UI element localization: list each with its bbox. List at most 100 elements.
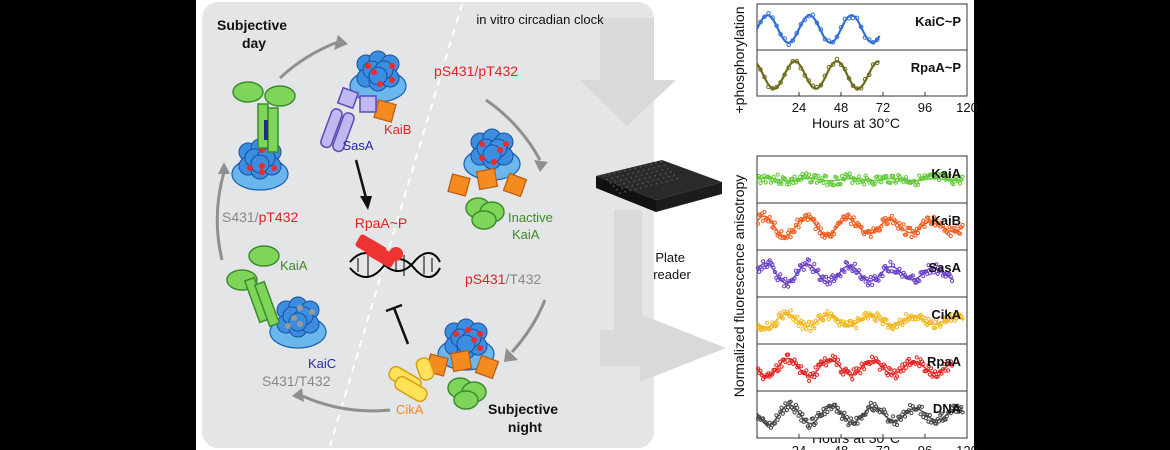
plate-well <box>655 183 658 185</box>
data-point <box>818 27 824 32</box>
inactive-kaia-blob <box>465 197 505 230</box>
data-point <box>841 372 846 377</box>
data-point <box>909 234 914 240</box>
data-point <box>871 408 876 413</box>
kaia-tail <box>264 120 268 140</box>
plate-reader-label: Plate reader <box>653 250 691 282</box>
cika-domain <box>415 357 435 381</box>
data-point <box>765 320 770 325</box>
data-point <box>891 221 896 226</box>
data-point <box>950 278 955 283</box>
plate-well <box>659 173 662 176</box>
data-point <box>901 368 906 373</box>
series-line <box>756 313 964 329</box>
series-line <box>756 357 954 378</box>
data-point <box>798 65 804 71</box>
data-point <box>807 378 812 383</box>
data-point <box>800 412 805 417</box>
data-point <box>838 182 843 187</box>
cycle-arrow-3 <box>510 299 547 354</box>
data-point <box>854 325 859 331</box>
data-point <box>806 13 812 19</box>
data-point <box>778 80 783 85</box>
plate-well <box>676 177 679 180</box>
plate-well <box>654 174 657 177</box>
data-point <box>885 221 890 226</box>
plate-well <box>617 184 620 186</box>
data-point <box>813 226 818 232</box>
data-point <box>850 180 855 185</box>
plate-well <box>634 167 637 170</box>
plate-well <box>666 167 669 170</box>
data-point <box>922 224 927 229</box>
data-point <box>917 278 922 283</box>
data-point <box>842 66 848 72</box>
clock-title: in vitro circadian clock <box>476 12 604 27</box>
data-point <box>894 324 900 329</box>
data-point <box>766 11 771 16</box>
plate-well <box>662 177 665 179</box>
data-point <box>762 209 767 214</box>
data-point <box>862 35 868 40</box>
series-label: KaiB <box>931 213 961 228</box>
data-point <box>877 228 883 233</box>
data-point <box>901 222 906 227</box>
data-point <box>948 233 953 239</box>
data-point <box>774 23 779 29</box>
data-point <box>770 15 775 21</box>
cycle-arrow-1 <box>278 40 339 80</box>
data-point <box>849 416 854 421</box>
data-point <box>812 217 817 222</box>
plate-well <box>606 178 609 181</box>
data-point <box>830 62 836 67</box>
data-point <box>831 183 837 188</box>
data-point <box>888 367 893 372</box>
data-point <box>946 231 951 236</box>
data-point <box>901 409 906 414</box>
data-point <box>849 319 854 324</box>
rpaa-label: RpaA~P <box>355 215 408 231</box>
data-point <box>838 274 843 279</box>
data-point <box>894 374 900 379</box>
plate-well <box>625 178 627 180</box>
plate-well <box>611 177 614 180</box>
x-tick-label: 120 <box>956 100 978 115</box>
data-point <box>858 371 863 376</box>
data-point <box>833 402 838 407</box>
data-point <box>842 269 847 274</box>
data-point <box>851 215 856 220</box>
data-point <box>782 284 787 289</box>
sasa-to-rpaa-arrow <box>354 159 368 199</box>
data-point <box>763 180 768 185</box>
plate-well <box>664 172 667 175</box>
data-point <box>810 12 816 18</box>
arrow-down <box>580 18 676 126</box>
kaia-lobe <box>453 390 479 410</box>
data-point <box>834 34 840 40</box>
top-panel-frame <box>756 49 968 97</box>
cika-domain <box>394 375 428 403</box>
data-point <box>868 234 873 239</box>
flow-arrows <box>580 18 726 382</box>
data-point <box>831 232 837 237</box>
plate-wells <box>603 160 679 194</box>
series-label: DNA <box>933 401 962 416</box>
data-point <box>917 173 922 178</box>
data-point <box>778 235 783 240</box>
plate-well <box>609 181 612 184</box>
data-point <box>826 65 832 70</box>
sasa-helix <box>332 112 355 153</box>
data-point <box>866 37 872 42</box>
plate-well <box>657 178 660 181</box>
cycle-arrow-5 <box>215 171 226 261</box>
data-point <box>910 273 915 278</box>
subjective-day-label: Subjective day <box>217 17 291 51</box>
data-point <box>847 171 852 176</box>
plate-well <box>641 182 644 185</box>
kaic-hexamer <box>463 128 521 181</box>
data-point <box>778 272 783 277</box>
plate-well <box>608 173 611 176</box>
data-point <box>876 278 881 283</box>
plate-well <box>649 163 652 166</box>
plate-well <box>661 168 664 171</box>
